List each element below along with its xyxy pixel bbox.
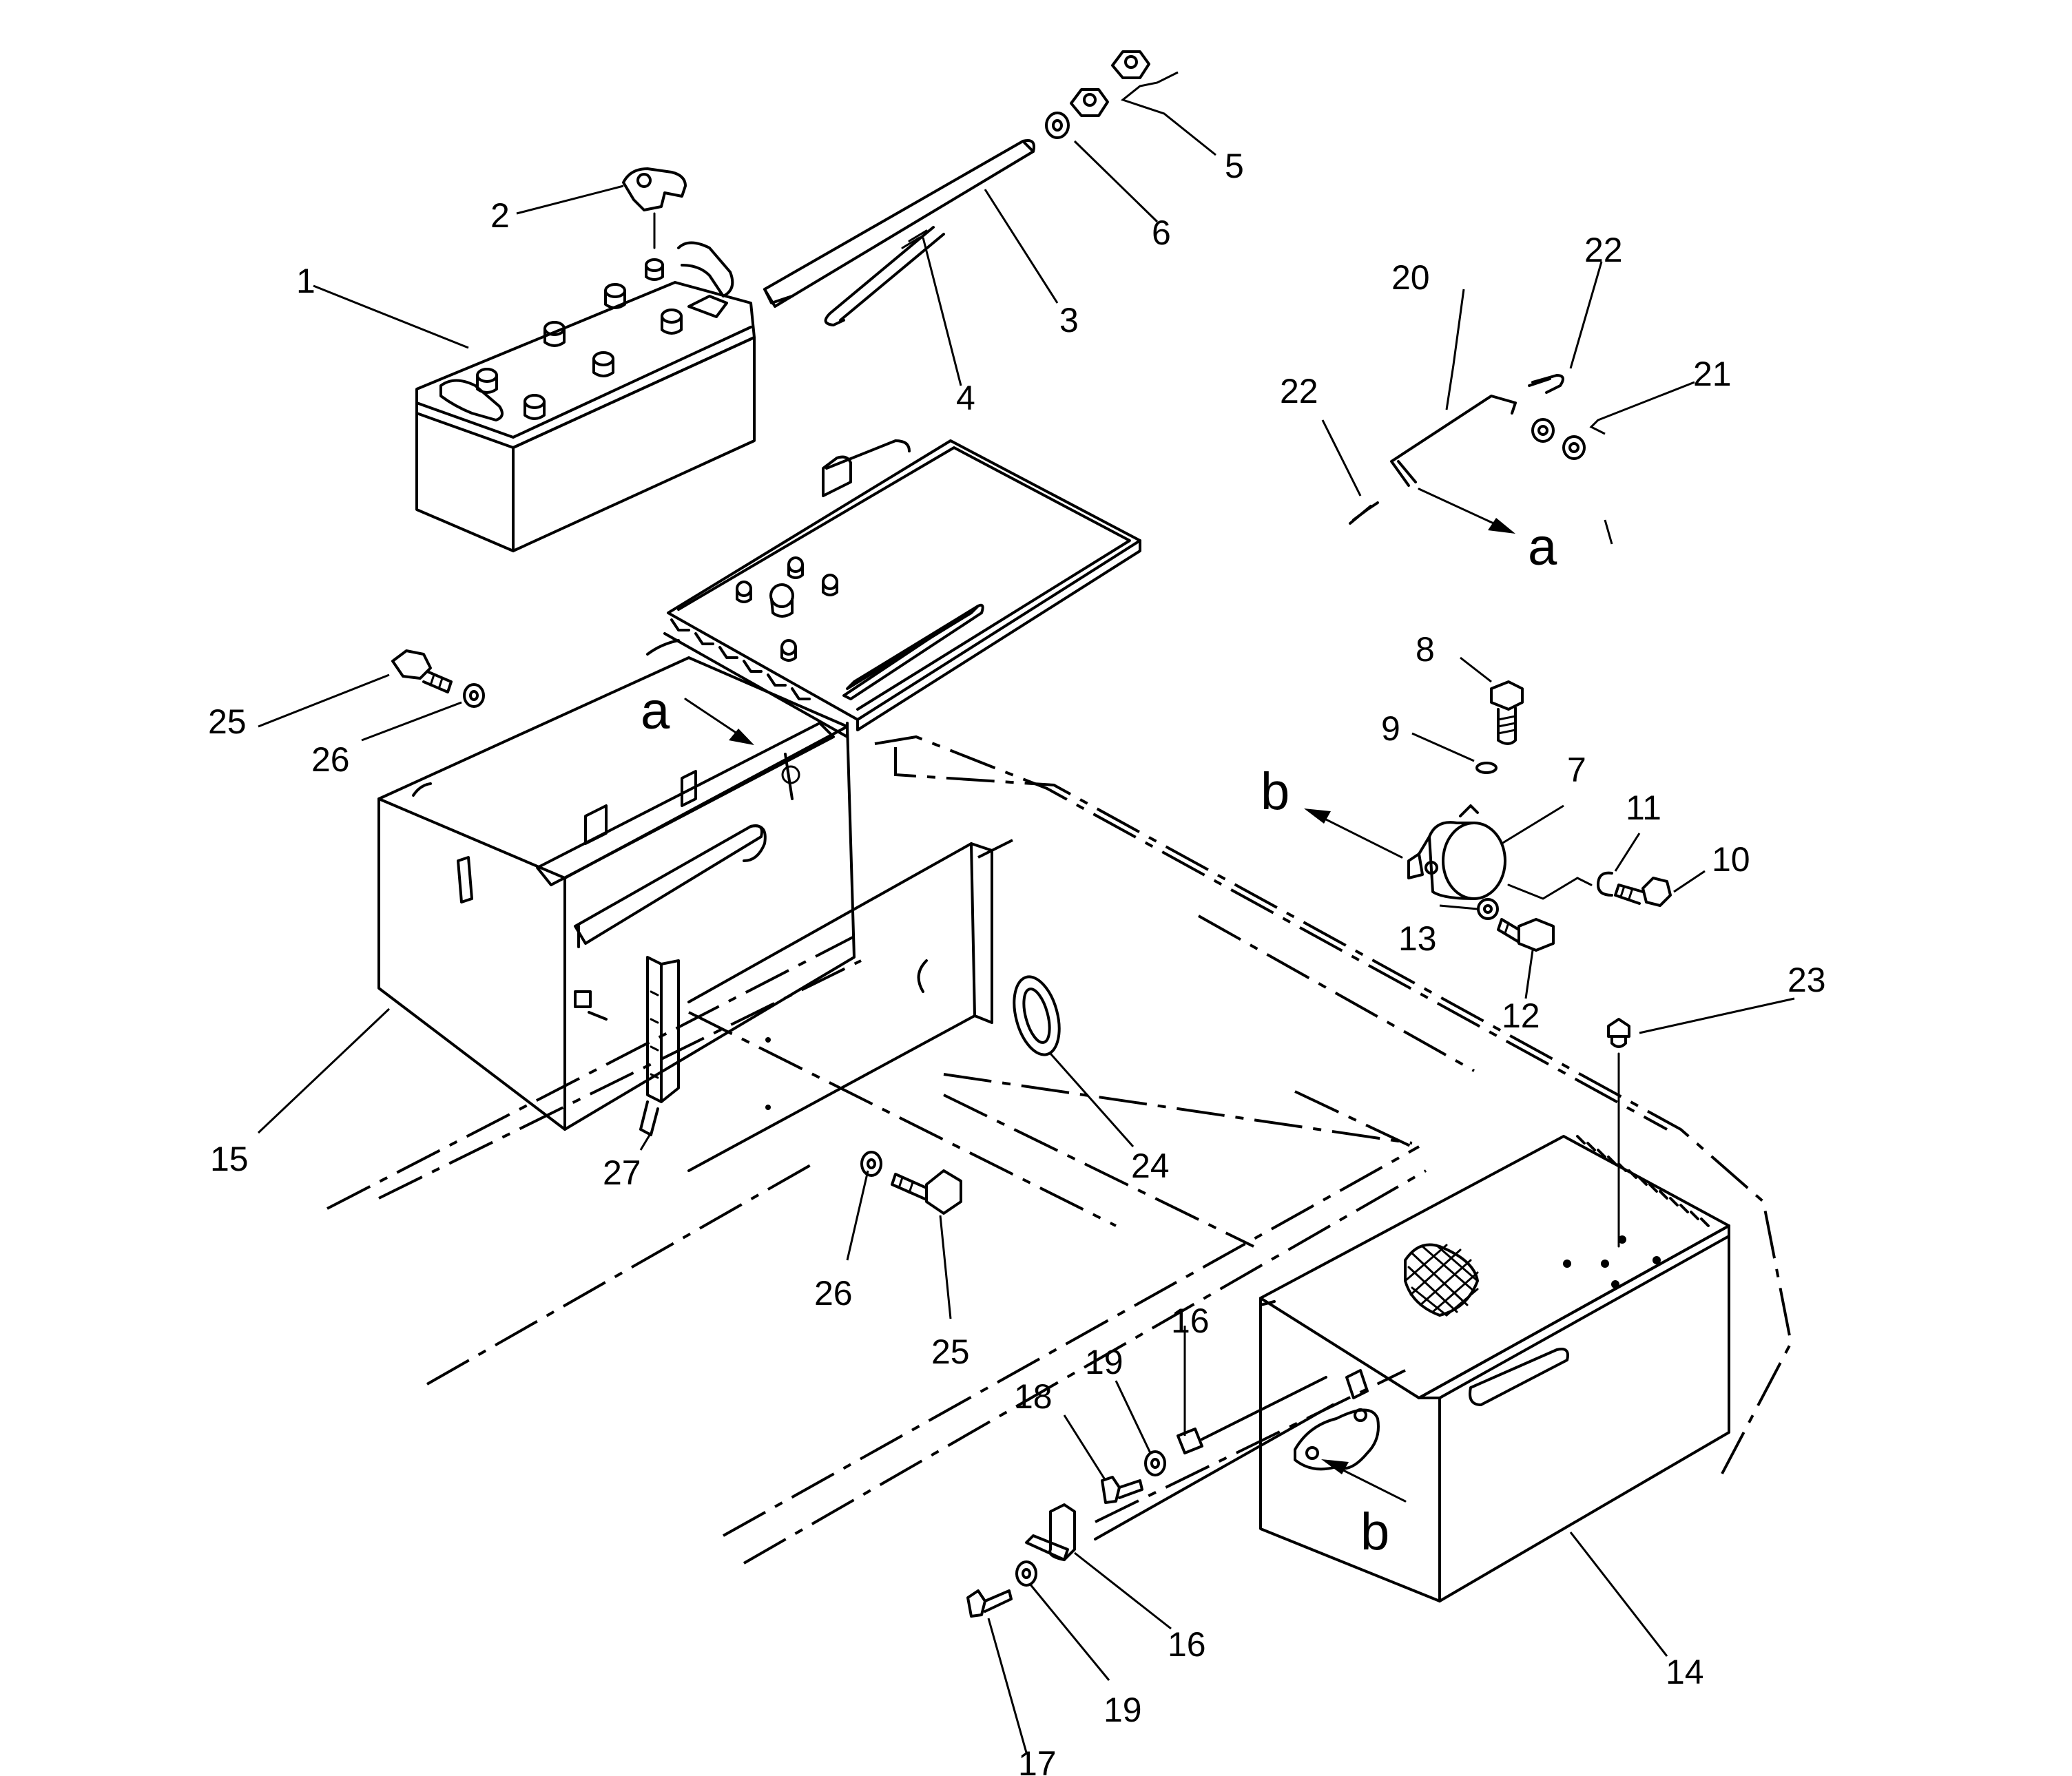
callout-5: 5: [1225, 147, 1244, 185]
latch-washer-lower: [1015, 1560, 1037, 1587]
box-bolt-top: [391, 649, 453, 693]
callout-25-upper: 25: [208, 702, 247, 741]
horn-bolt-side: [1614, 877, 1672, 907]
callout-25-lower: 25: [931, 1333, 970, 1371]
box-bracket: [639, 956, 680, 1136]
drain-plug: [1607, 1018, 1630, 1248]
callout-10: 10: [1712, 840, 1750, 879]
horn-bolt-lower: [1497, 918, 1555, 952]
view-letter-a-rod: a: [1528, 518, 1557, 576]
callout-3: 3: [1059, 301, 1079, 339]
callout-17: 17: [1018, 1744, 1057, 1776]
horn-washer-upper: [1475, 762, 1498, 774]
washer-pair: [1531, 418, 1586, 460]
callout-21: 21: [1693, 355, 1732, 393]
callout-9: 9: [1381, 709, 1400, 748]
callout-13: 13: [1398, 919, 1437, 958]
terminal-clamp: [622, 167, 687, 249]
battery-box-lid: [663, 439, 1141, 738]
view-letters: a a b b: [641, 518, 1557, 1561]
cotter-pin-left: [1349, 501, 1379, 525]
frame-phantom-lines: [327, 735, 1793, 1565]
latch-bolt-lower: [966, 1589, 1013, 1618]
hold-down-bar: [763, 139, 1035, 308]
battery: [415, 241, 756, 552]
latch-line-lower: [1094, 1403, 1334, 1540]
callout-1: 1: [296, 262, 315, 300]
horn-lock-washer: [1597, 871, 1613, 897]
latch-line-upper: [1201, 1376, 1327, 1441]
latch-lower: [1025, 1503, 1076, 1561]
box-bolt-bottom: [891, 1169, 962, 1215]
horn-washer-lower: [1477, 898, 1499, 920]
latch-bolt-upper: [1101, 1476, 1143, 1504]
cotter-pin-right: [1528, 374, 1564, 394]
callout-12: 12: [1502, 996, 1540, 1035]
partition-plate: [687, 842, 993, 1172]
callout-24: 24: [1131, 1147, 1170, 1185]
lock-rod: [1390, 395, 1517, 487]
horn-wire: [1507, 877, 1593, 900]
callout-18: 18: [1014, 1377, 1053, 1416]
callout-22-right: 22: [1584, 231, 1623, 269]
nut-pair: [1070, 50, 1150, 117]
callout-15: 15: [210, 1140, 249, 1178]
box-washer-top: [463, 683, 485, 708]
callout-22-left: 22: [1280, 372, 1318, 410]
callout-11: 11: [1626, 788, 1661, 827]
callout-14: 14: [1666, 1653, 1704, 1691]
callout-16-lower: 16: [1168, 1625, 1206, 1664]
callout-26-lower: 26: [814, 1274, 853, 1313]
callout-20: 20: [1391, 258, 1430, 297]
horn-bolt-upper: [1490, 680, 1524, 745]
callout-8: 8: [1416, 630, 1435, 669]
horn: [1407, 804, 1506, 900]
callout-2: 2: [490, 196, 510, 235]
callout-16-upper: 16: [1171, 1302, 1210, 1340]
callout-27: 27: [603, 1153, 641, 1192]
callout-7: 7: [1567, 751, 1586, 789]
callout-4: 4: [956, 379, 975, 417]
leader-lines: [257, 71, 1795, 1753]
washer: [1045, 112, 1070, 139]
view-letter-b-horn: b: [1261, 762, 1289, 821]
view-arrows: [684, 488, 1515, 1503]
tool-box: [1259, 1135, 1730, 1602]
latch-washer-upper: [1144, 1450, 1166, 1476]
battery-box: [377, 639, 856, 1131]
callout-numbers: 1 2 3 4 5 6 7 8 9 10 11 12 13 14 15 16 1…: [208, 147, 1826, 1776]
box-washer-bottom: [860, 1151, 882, 1177]
callout-26-upper: 26: [311, 740, 350, 779]
callout-19-lower: 19: [1104, 1691, 1142, 1729]
callout-6: 6: [1152, 213, 1171, 252]
callout-19-upper: 19: [1085, 1343, 1123, 1381]
callout-23: 23: [1788, 961, 1826, 999]
grommet: [1013, 975, 1061, 1056]
latch-upper: [1177, 1428, 1203, 1454]
view-letter-b-box: b: [1360, 1503, 1389, 1561]
view-letter-a-box: a: [641, 682, 670, 740]
